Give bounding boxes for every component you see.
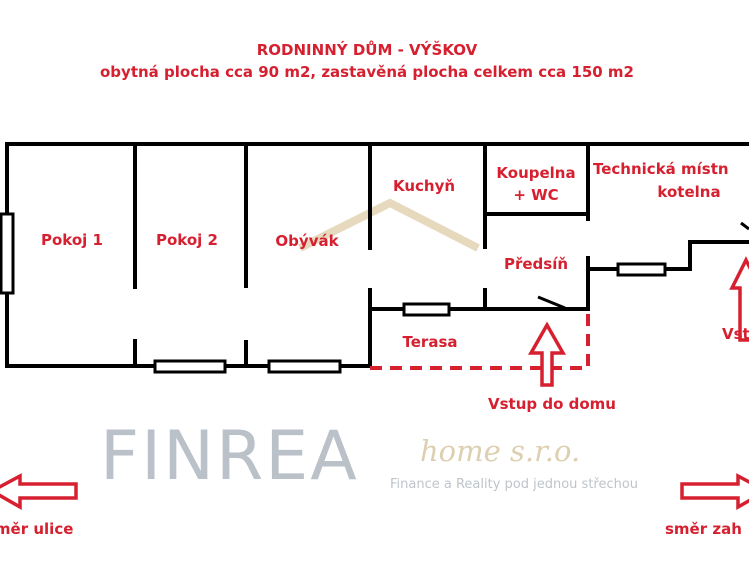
room-kuchyn: Kuchyň <box>392 177 456 195</box>
watermark-sub: home s.r.o. <box>420 434 581 468</box>
room-predsin: Předsíň <box>503 255 569 273</box>
label-vstup-right: Vst <box>722 325 749 343</box>
room-obyvak: Obývák <box>275 232 339 250</box>
wall-technicka-bottom <box>586 240 749 271</box>
window <box>267 359 342 374</box>
room-pokoj-2: Pokoj 2 <box>156 231 218 249</box>
label-smer-ulice: směr ulice <box>0 520 74 538</box>
room-terasa: Terasa <box>402 333 458 351</box>
window <box>0 212 15 295</box>
label-vstup-do-domu: Vstup do domu <box>488 395 616 413</box>
door-swing <box>740 221 749 231</box>
room-technicka: Technická místn <box>593 160 729 178</box>
window <box>402 302 451 317</box>
window <box>153 359 227 374</box>
street-arrow-icon <box>0 473 78 511</box>
page-title: RODNINNÝ DŮM - VÝŠKOV <box>256 41 478 59</box>
watermark-roof-icon <box>298 198 480 252</box>
label-smer-zahrady: směr zah <box>665 520 742 538</box>
door-swing <box>537 295 566 310</box>
entrance-arrow-icon <box>527 321 567 387</box>
entrance-arrow-right-icon <box>729 256 749 342</box>
room-koupelna: Koupelna <box>496 164 576 182</box>
room-kotelna: kotelna <box>657 183 721 201</box>
window <box>616 262 667 277</box>
garden-arrow-icon <box>680 473 749 511</box>
page-subtitle: obytná plocha cca 90 m2, zastavěná ploch… <box>99 63 635 81</box>
room-koupelna-wc: + WC <box>513 186 559 204</box>
watermark-tagline: Finance a Reality pod jednou střechou <box>390 477 639 492</box>
room-pokoj-1: Pokoj 1 <box>41 231 103 249</box>
watermark-brand: FINREA <box>100 417 359 496</box>
